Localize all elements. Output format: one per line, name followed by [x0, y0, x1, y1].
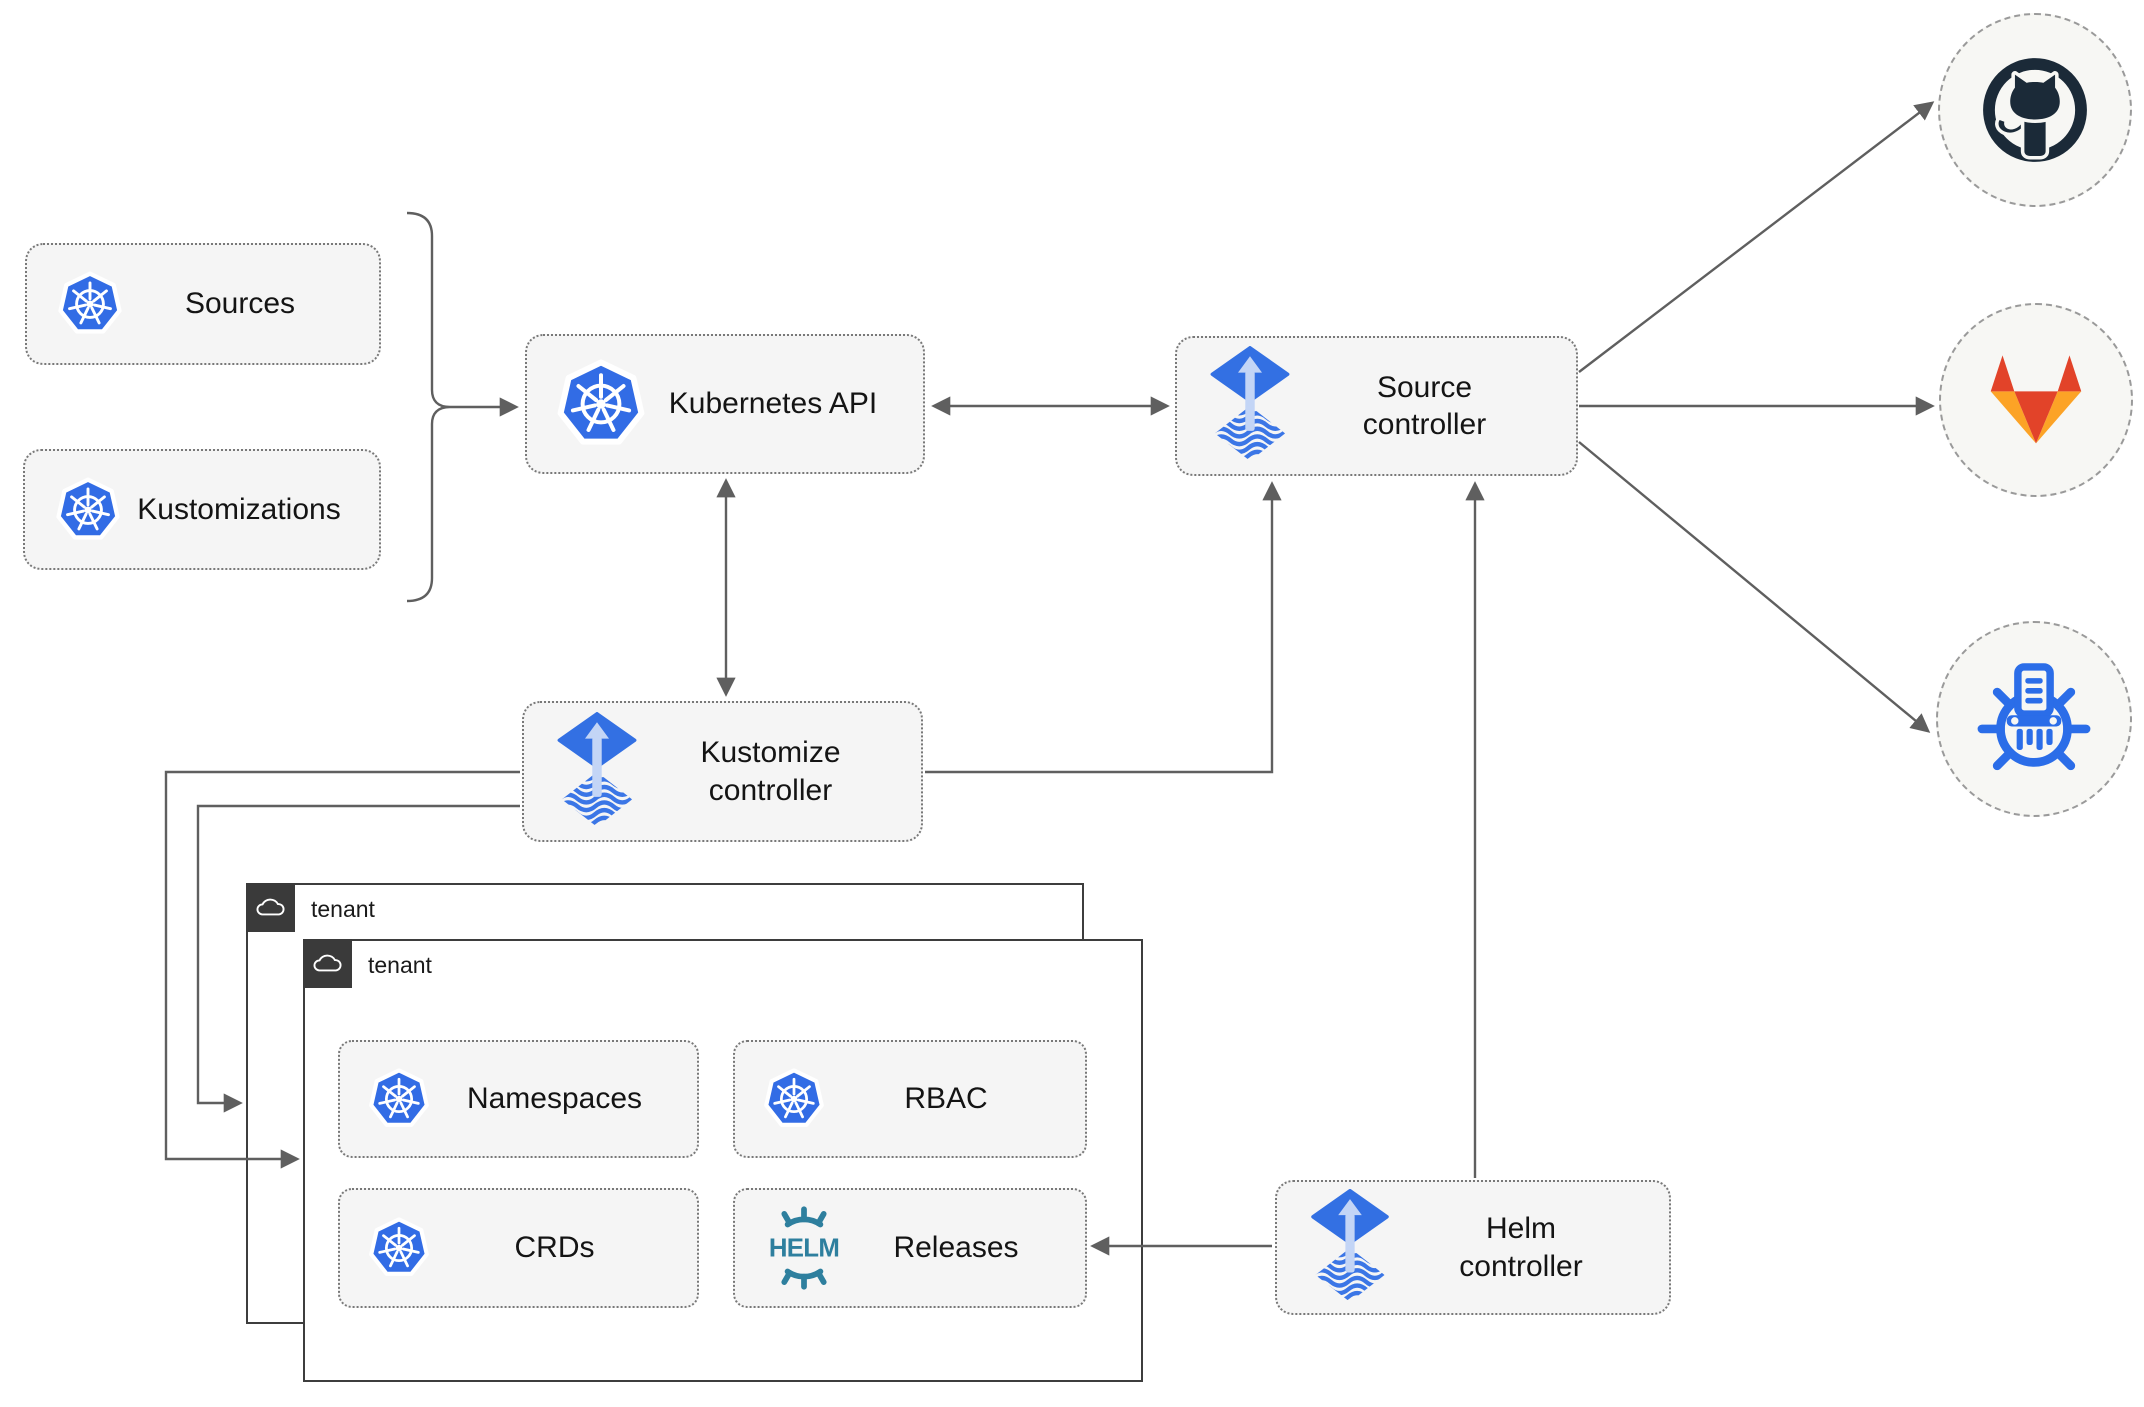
- registry-endpoint: [1936, 621, 2132, 817]
- node-label: CRDs: [514, 1231, 595, 1265]
- github-endpoint: [1938, 13, 2132, 207]
- cloud-icon: [255, 896, 286, 919]
- node-label: Kustomize controller: [700, 736, 841, 807]
- flux-icon: [554, 712, 640, 832]
- crds-node: CRDs: [338, 1188, 699, 1308]
- sources-node: Sources: [25, 243, 381, 365]
- node-label: Releases: [893, 1231, 1019, 1265]
- kubernetes-icon: [553, 356, 649, 452]
- helm-icon: [761, 1205, 847, 1291]
- edge-source-to-registry: [1578, 441, 1931, 733]
- kubernetes-icon: [55, 269, 125, 339]
- kubernetes-icon: [53, 475, 123, 545]
- kustomizations-node: Kustomizations: [23, 449, 381, 570]
- kubernetes-api-node: Kubernetes API: [525, 334, 925, 474]
- source-controller-node: Source controller: [1175, 336, 1578, 476]
- helm-controller-node: Helm controller: [1275, 1180, 1671, 1315]
- kubernetes-icon: [761, 1066, 827, 1132]
- github-icon: [1976, 51, 2094, 169]
- releases-node: Releases: [733, 1188, 1087, 1308]
- flux-icon: [1207, 346, 1293, 466]
- kustomize-controller-node: Kustomize controller: [522, 701, 923, 842]
- gitlab-icon: [1974, 338, 2098, 462]
- kubernetes-icon: [366, 1066, 432, 1132]
- edge-kustomize-to-source-controller: [925, 481, 1282, 774]
- node-label: RBAC: [904, 1082, 988, 1116]
- kubernetes-icon: [366, 1215, 432, 1281]
- inner-tenant-label: tenant: [368, 952, 432, 978]
- cloud-icon: [312, 952, 343, 975]
- node-label: Namespaces: [466, 1082, 643, 1116]
- node-label: Helm controller: [1459, 1212, 1583, 1283]
- flux-icon: [1307, 1189, 1393, 1307]
- node-label: Kubernetes API: [668, 387, 878, 421]
- gitlab-endpoint: [1939, 303, 2133, 497]
- node-label: Kustomizations: [137, 492, 341, 526]
- rbac-node: RBAC: [733, 1040, 1087, 1158]
- resource-group-bracket: [406, 211, 451, 603]
- inner-tenant-tab: [302, 938, 352, 988]
- node-label: Sources: [184, 287, 296, 321]
- outer-tenant-label: tenant: [311, 896, 375, 922]
- edge-source-to-github: [1578, 101, 1935, 373]
- node-label: Source controller: [1362, 370, 1487, 442]
- inner-tenant-group: tenant: [302, 938, 1143, 1382]
- namespaces-node: Namespaces: [338, 1040, 699, 1158]
- container-registry-icon: [1972, 657, 2096, 781]
- outer-tenant-tab: [245, 882, 295, 932]
